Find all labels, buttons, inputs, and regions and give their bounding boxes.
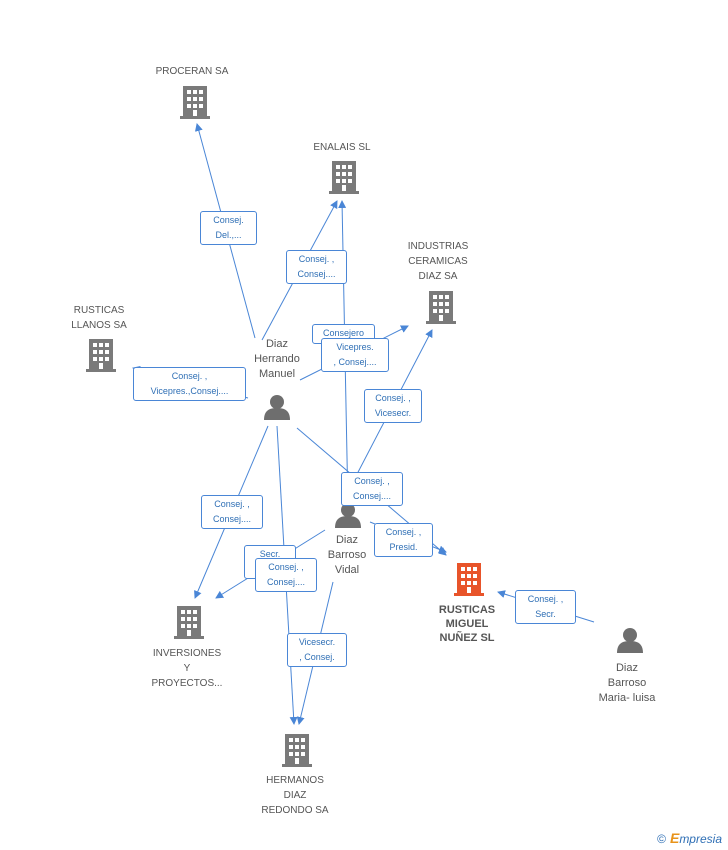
edge-label-vidal-consej[interactable]: Consej. , Consej.... <box>341 472 403 506</box>
rusticas-llanos-building-icon[interactable] <box>86 339 116 372</box>
brand-name: mpresia <box>679 832 722 846</box>
node-rusticas-llanos[interactable]: RUSTICAS LLANOS SA <box>71 305 127 331</box>
inversiones-building-icon[interactable] <box>174 606 204 639</box>
industrias-building-icon[interactable] <box>426 291 456 324</box>
empresia-logo: ©Empresia <box>657 830 722 846</box>
proceran-building-icon[interactable] <box>180 86 210 119</box>
node-inversiones[interactable]: INVERSIONES Y PROYECTOS... <box>151 648 223 689</box>
node-diaz-barroso-maria[interactable]: Diaz Barroso Maria- luisa <box>598 662 656 704</box>
edge-label-hermanos[interactable]: Vicesecr. , Consej. <box>287 633 347 667</box>
node-enalais[interactable]: ENALAIS SL <box>313 142 371 153</box>
edge-label-inversiones[interactable]: Consej. , Consej.... <box>201 495 263 529</box>
edge-label-proceran[interactable]: Consej. Del.,... <box>200 211 257 245</box>
node-diaz-barroso-vidal[interactable]: Diaz Barroso Vidal <box>327 534 367 576</box>
node-hermanos[interactable]: HERMANOS DIAZ REDONDO SA <box>261 775 329 816</box>
edge-label-vicepres[interactable]: Vicepres. , Consej.... <box>321 338 389 372</box>
herrando-person-icon[interactable] <box>264 395 290 420</box>
edge-label-maria[interactable]: Consej. , Secr. <box>515 590 576 624</box>
rusticas-miguel-building-icon[interactable] <box>454 563 484 596</box>
node-diaz-herrando[interactable]: Diaz Herrando Manuel <box>254 338 300 380</box>
copyright-symbol: © <box>657 832 666 846</box>
edge-label-industrias[interactable]: Consej. , Vicesecr. <box>364 389 422 423</box>
node-proceran[interactable]: PROCERAN SA <box>155 66 229 77</box>
maria-person-icon[interactable] <box>617 628 643 653</box>
node-industrias[interactable]: INDUSTRIAS CERAMICAS DIAZ SA <box>407 241 469 282</box>
brand-initial: E <box>669 830 680 846</box>
hermanos-building-icon[interactable] <box>282 734 312 767</box>
edge-label-enalais[interactable]: Consej. , Consej.... <box>286 250 347 284</box>
node-rusticas-miguel[interactable]: RUSTICAS MIGUEL NUÑEZ SL <box>438 604 496 644</box>
edge-label-vidal-inversiones[interactable]: Consej. , Consej.... <box>255 558 317 592</box>
vidal-person-icon[interactable] <box>335 503 361 528</box>
edge-label-presid[interactable]: Consej. , Presid. <box>374 523 433 557</box>
enalais-building-icon[interactable] <box>329 161 359 194</box>
edge-label-rusticas-llanos[interactable]: Consej. , Vicepres.,Consej.... <box>133 367 246 401</box>
